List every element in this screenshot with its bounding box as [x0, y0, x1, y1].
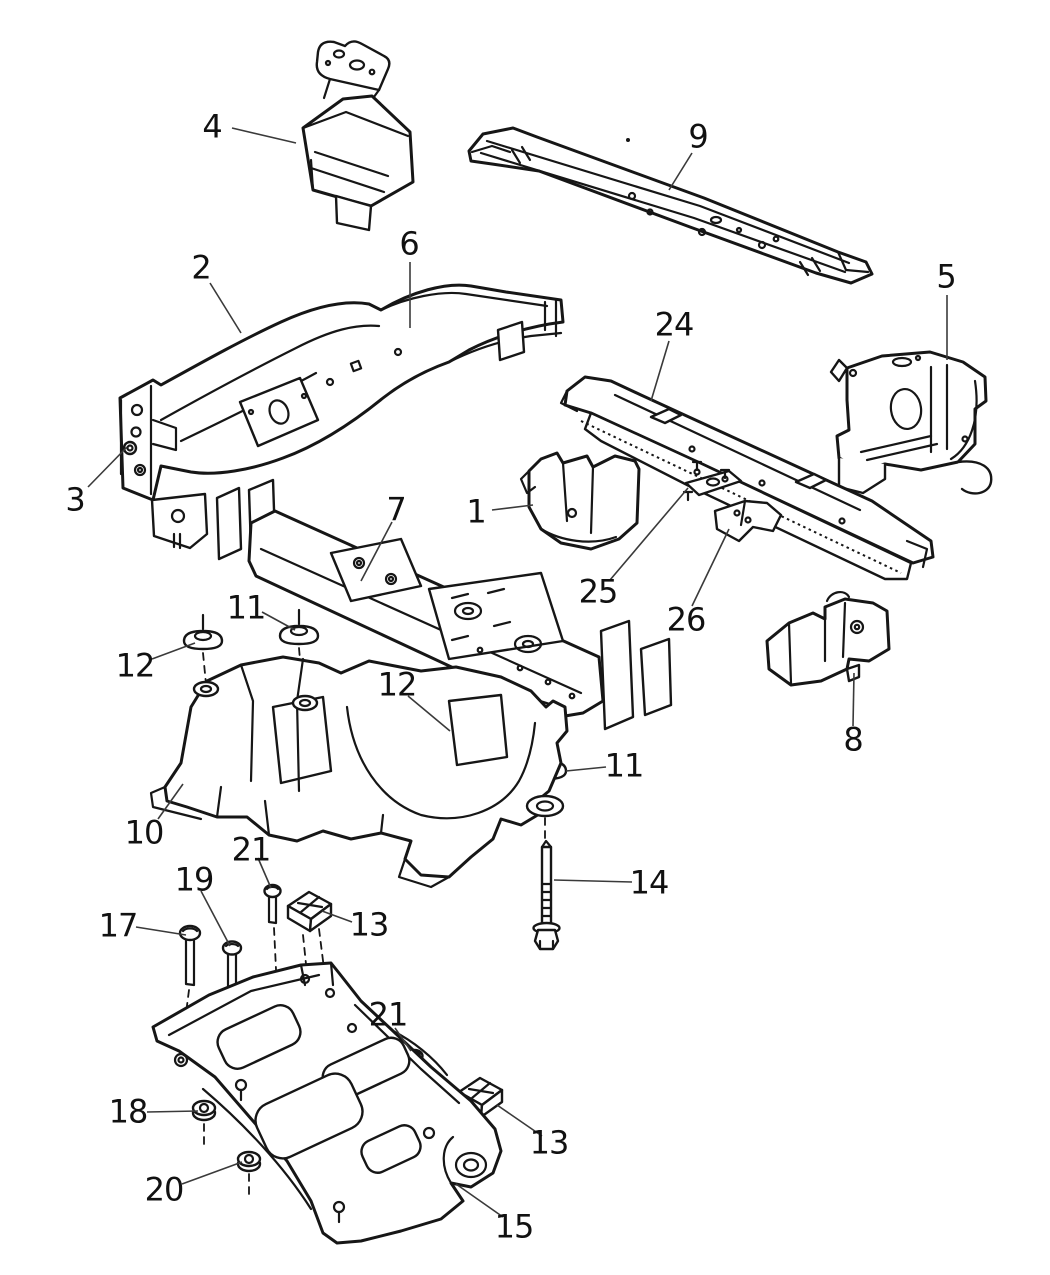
callout-11-left-leader — [261, 611, 296, 631]
callout-26: 26 — [666, 600, 707, 639]
callout-12-mid: 12 — [377, 665, 418, 704]
part-13-mount-top — [286, 890, 333, 1033]
callout-12-mid-leader — [407, 695, 451, 732]
callout-11-right-leader — [565, 766, 607, 772]
part-8-mount-bracket — [765, 591, 891, 687]
callout-11-right: 11 — [604, 746, 645, 785]
callout-11-left: 11 — [226, 588, 267, 627]
callout-18-leader — [146, 1110, 199, 1113]
grommet-12-left — [182, 613, 224, 685]
part-10-crossmember-casting — [149, 655, 569, 889]
callout-1-leader — [491, 504, 534, 511]
callout-15-leader — [455, 1183, 504, 1218]
callout-9-leader — [668, 152, 693, 191]
part-15-subframe-cradle — [151, 961, 503, 1245]
callout-2-leader — [209, 282, 242, 334]
callout-20: 20 — [144, 1170, 185, 1209]
part-1-bracket — [519, 451, 641, 551]
callout-17: 17 — [98, 906, 139, 945]
callout-21-top-leader — [257, 857, 272, 889]
callout-24-leader — [650, 340, 670, 402]
callout-12-left: 12 — [115, 646, 156, 685]
callout-10: 10 — [124, 813, 165, 852]
callout-17-leader — [135, 926, 187, 936]
callout-13-bottom: 13 — [529, 1123, 570, 1162]
callout-7: 7 — [386, 490, 406, 529]
leader-lines — [87, 127, 948, 1218]
callout-10-leader — [157, 783, 184, 820]
callout-20-leader — [181, 1161, 243, 1185]
callout-5: 5 — [936, 257, 956, 296]
callout-1: 1 — [466, 492, 486, 531]
part-7-front-crossmember — [215, 478, 673, 731]
callout-13-top-leader — [321, 910, 353, 923]
callout-6: 6 — [399, 224, 419, 263]
part-24-sill-rail — [559, 375, 935, 581]
callout-15: 15 — [494, 1207, 535, 1246]
callout-9: 9 — [688, 117, 708, 156]
callout-3-leader — [87, 446, 128, 488]
callout-4-leader — [231, 127, 297, 144]
callout-8: 8 — [843, 720, 863, 759]
print-dot — [626, 138, 630, 142]
callout-8-leader — [852, 672, 855, 727]
part-14-bolt — [532, 814, 561, 951]
nut-20 — [236, 1150, 262, 1199]
callout-26-leader — [691, 528, 730, 607]
callout-18: 18 — [108, 1092, 149, 1131]
callout-19-leader — [200, 890, 231, 947]
callout-21-bottom-leader — [394, 1027, 412, 1052]
callout-13-top: 13 — [349, 905, 390, 944]
part-9-rail — [467, 126, 874, 285]
callout-24: 24 — [654, 305, 695, 344]
callout-19: 19 — [174, 860, 215, 899]
part-2-6-frame-rail-assembly — [118, 283, 565, 550]
callout-3: 3 — [65, 480, 85, 519]
nut-18 — [191, 1099, 217, 1151]
callout-25-leader — [609, 487, 689, 581]
callout-13-bottom-leader — [496, 1104, 543, 1137]
callout-2: 2 — [191, 248, 211, 287]
part-26-bracket — [713, 499, 783, 543]
callout-7-leader — [360, 521, 393, 582]
callout-14: 14 — [629, 863, 670, 902]
callout-21-top: 21 — [231, 830, 272, 869]
part-5-bracket — [829, 350, 993, 495]
callout-25: 25 — [578, 572, 619, 611]
callout-21-bottom: 21 — [368, 995, 409, 1034]
callout-14-leader — [553, 879, 633, 883]
callout-4: 4 — [202, 107, 222, 146]
callout-12-left-leader — [151, 642, 196, 660]
part-4-mount-bracket — [301, 40, 415, 232]
